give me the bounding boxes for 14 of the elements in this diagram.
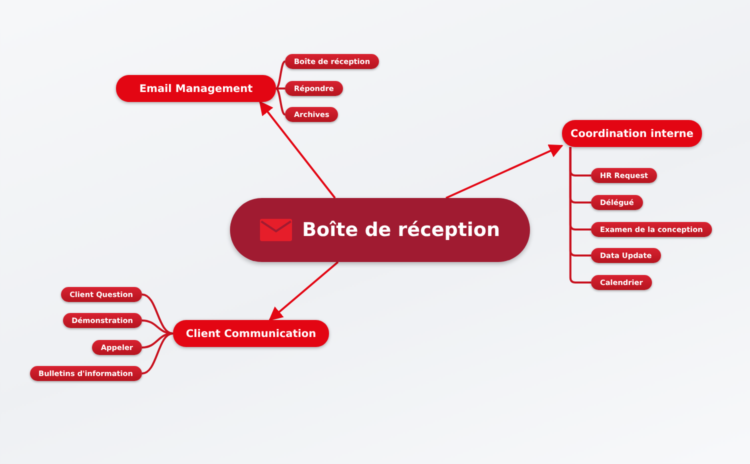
arrow bbox=[268, 261, 339, 321]
arrow bbox=[446, 144, 564, 199]
branch-line bbox=[275, 60, 286, 90]
topic-box: Coordination interne bbox=[562, 120, 702, 147]
arrow bbox=[259, 100, 336, 199]
branch-line bbox=[142, 332, 174, 374]
topic-box: Client Communication bbox=[173, 320, 329, 347]
topic-box: Email Management bbox=[116, 75, 276, 102]
branch-line bbox=[275, 88, 286, 116]
branch-line bbox=[142, 294, 174, 334]
branch-line bbox=[142, 332, 174, 348]
central-topic bbox=[230, 198, 530, 262]
topic-title: Boîte de réception bbox=[302, 219, 500, 241]
branch-line bbox=[569, 147, 591, 284]
